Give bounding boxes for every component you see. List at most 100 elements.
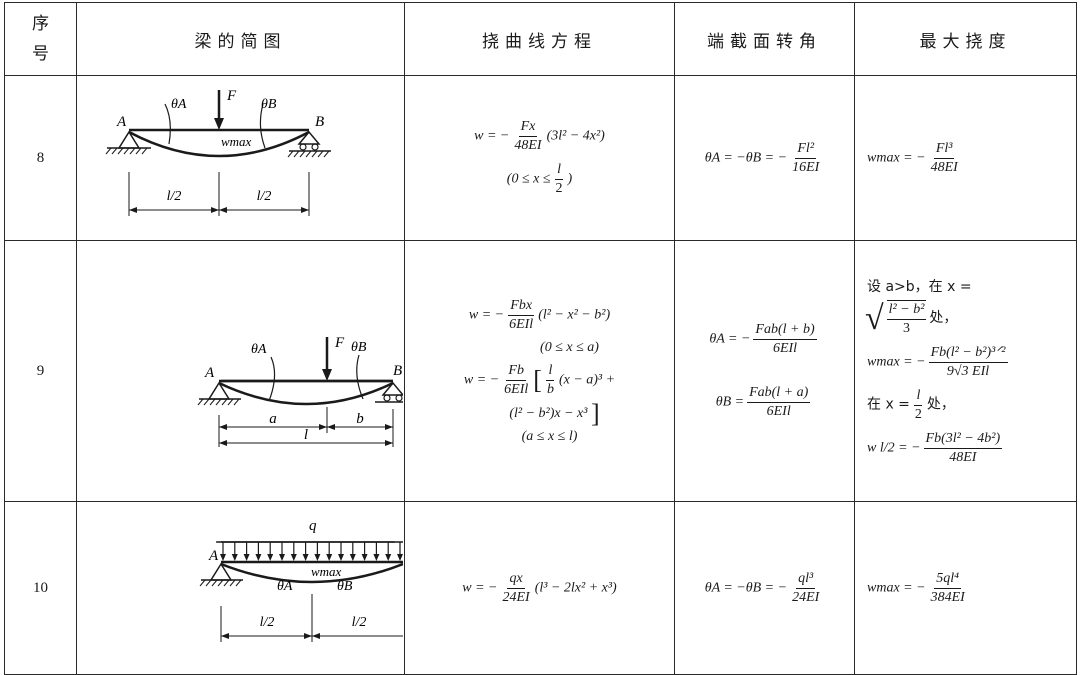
load-arrow-head [243,554,250,561]
load-arrow-head [214,118,224,130]
load-arrow-head [397,554,403,561]
beam-diagram-cell: A B F θA θB wmax l/2 l/2 [76,75,405,241]
dim-arrow [304,633,312,639]
support-a-label: A [204,365,215,381]
rotation-arc-b [356,354,364,400]
dim-arrow [211,207,219,213]
theta-b-label: θB [337,579,353,594]
table-row: 10 A q θA θB wmax [4,501,1077,675]
theta-a-label: θA [251,342,267,357]
load-arrow-head [302,554,309,561]
deflection-curve [128,130,310,158]
ground-hatch-left [199,579,242,587]
header-diagram: 梁的简图 [76,2,405,76]
dim-right-label: l/2 [352,615,367,630]
support-b-label: B [393,363,402,379]
theta-a-label: θA [171,97,187,112]
max-condition: 设 a>b，在 x = [867,278,972,295]
ground-hatch-right [287,150,330,158]
dim-arrow [385,424,393,430]
dim-l-label: l [304,427,308,443]
ground-hatch-left [197,398,240,406]
wmax-label: wmax [221,134,252,149]
wmax-label: wmax [311,564,342,579]
row-number: 8 [4,75,77,241]
load-label: F [334,335,345,351]
dim-arrow [385,440,393,446]
dim-b-label: b [356,411,364,427]
table-row: 9 A B F θA θB [4,240,1077,502]
beam-diagram-9: A B F θA θB a b l [197,335,405,447]
row-number: 10 [4,501,77,675]
header-deflection-equation: 挠曲线方程 [404,2,675,76]
roller-support-right [381,381,405,396]
load-arrow-head [290,554,297,561]
rotation-arc-b [259,103,266,149]
end-rotation-a: θA = −Fab(l + b)6EIl [709,322,817,356]
mid-span-deflection: w l/2 = −Fb(3l² − 4b²)48EI [867,430,1003,465]
roller-wheel [311,143,319,151]
deflection-range-1: (0 ≤ x ≤ a) [540,340,599,355]
roller-wheel [299,143,307,151]
theta-b-label: θB [351,340,367,355]
dim-arrow [221,633,229,639]
beam-diagram-cell: A B F θA θB a b l [76,240,405,502]
load-label: q [309,518,317,534]
roller-support-right [297,130,321,145]
dim-a-label: a [269,411,277,427]
dim-arrow [219,440,227,446]
ground-hatch-left [105,147,148,155]
support-b-label: B [315,114,324,130]
dim-left-label: l/2 [167,189,182,204]
support-a-label: A [208,548,219,564]
beam-diagram-cell: A q θA θB wmax l/2 l/2 [76,501,405,675]
load-label: F [226,88,237,104]
dim-arrow [319,424,327,430]
load-arrow-head [322,369,332,381]
load-arrow-head [349,554,356,561]
deflection-curve [220,562,404,584]
load-arrow-head [220,554,226,561]
dim-arrow [219,424,227,430]
beam-diagram-10: A q θA θB wmax l/2 l/2 [199,518,404,642]
row-number: 9 [4,240,77,502]
theta-a-label: θA [277,579,293,594]
roller-wheel [395,394,403,402]
beam-diagram-8: A B F θA θB wmax l/2 l/2 [105,88,331,216]
header-row: 序号 梁的简图 挠曲线方程 端截面转角 最大挠度 [4,2,1077,76]
dim-arrow [301,207,309,213]
load-arrow-head [385,554,392,561]
load-arrow-head [255,554,262,561]
load-arrow-head [279,554,285,561]
load-arrow-head [326,554,333,561]
load-arrow-head [231,554,238,561]
table-row: 8 [4,75,1077,241]
rotation-arc-a [164,103,171,145]
load-arrow-head [338,554,344,561]
load-arrow-head [314,554,321,561]
deflection-equation-3: (l² − b²)x − x³ ] [509,399,600,428]
dim-left-label: l/2 [260,615,275,630]
header-seq: 序号 [4,2,77,76]
header-end-rotation: 端截面转角 [674,2,855,76]
deflection-curve [218,381,394,406]
dim-arrow [312,633,320,639]
